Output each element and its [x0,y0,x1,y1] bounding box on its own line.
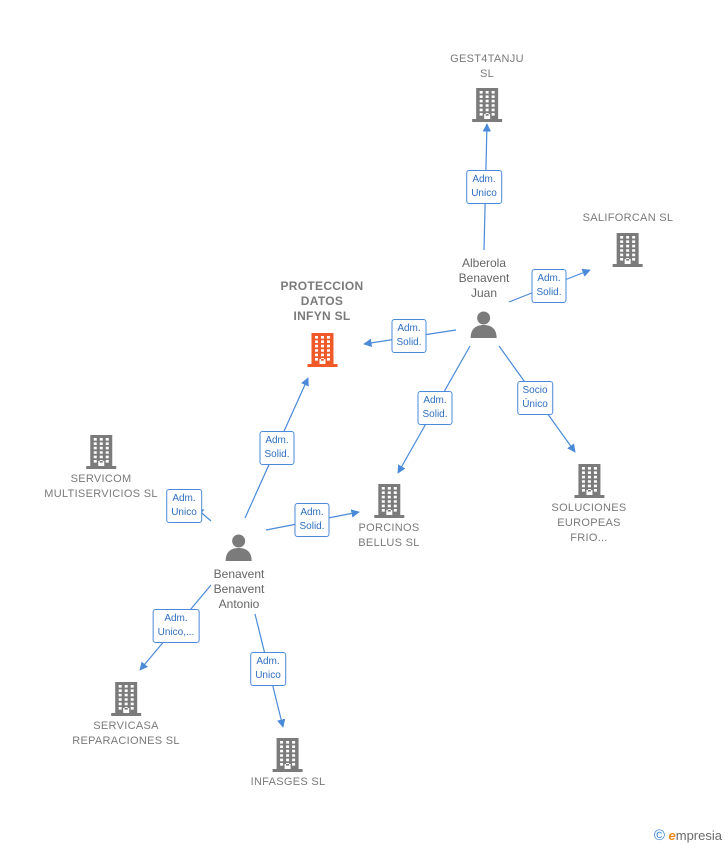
relationship-label[interactable]: Adm. Solid. [391,319,427,353]
building-icon [272,738,303,772]
relationship-label-line: Adm. [300,507,324,518]
relationship-label-line: Solid. [299,521,325,532]
relationship-label[interactable]: Adm. Solid. [531,269,567,303]
node-label: SERVICASA REPARACIONES SL [72,719,180,749]
relationship-label-line: Unico [171,507,197,518]
node-label: INFASGES SL [251,775,326,790]
node-label-line: Benavent [458,271,510,285]
node-label: SERVICOM MULTISERVICIOS SL [44,472,158,502]
company-node-gest4tanju[interactable]: GEST4TANJU SL [450,52,524,122]
relationship-label-line: Adm. [537,273,561,284]
relationship-label-line: Adm. [256,656,280,667]
node-label-line: Antonio [218,597,260,611]
building-icon [306,333,337,367]
node-label: GEST4TANJU SL [450,52,524,82]
relationship-label-line: Unico [255,670,281,681]
relationship-label-line: Socio [522,385,548,396]
relationship-label-line: Adm. [472,174,496,185]
relationship-label[interactable]: Adm. Solid. [417,391,453,425]
building-icon [612,233,643,267]
brand-logo: © empresia [653,827,722,844]
company-node-infasges[interactable]: INFASGES SL [251,736,326,790]
node-label-line: REPARACIONES SL [72,735,180,747]
company-node-servicasa[interactable]: SERVICASA REPARACIONES SL [72,680,180,749]
relationship-label[interactable]: Adm. Unico [250,652,286,686]
node-label-line: BELLUS SL [358,537,420,549]
relationship-label-line: Unico [471,188,497,199]
relationship-label[interactable]: Adm. Unico [466,170,502,204]
node-label-line: PORCINOS [358,522,420,534]
node-label: PORCINOS BELLUS SL [358,521,419,551]
relationship-label[interactable]: Adm. Solid. [294,503,330,537]
company-node-saliforcan[interactable]: SALIFORCAN SL [583,211,674,267]
relationship-label-line: Adm. [423,395,447,406]
relationship-label[interactable]: Adm. Solid. [259,431,295,465]
building-icon [110,682,141,716]
relationship-label-line: Adm. [164,613,188,624]
building-icon [471,88,502,122]
relationship-label-line: Solid. [396,337,422,348]
relationship-label-line: Solid. [536,287,562,298]
node-label-line: SERVICOM [70,473,132,485]
company-node-porcinos[interactable]: PORCINOS BELLUS SL [358,482,419,551]
building-icon [374,484,404,518]
company-node-servicom[interactable]: SERVICOM MULTISERVICIOS SL [44,433,158,502]
person-icon [226,534,252,561]
node-label: SALIFORCAN SL [583,211,674,226]
node-label-line: SOLUCIONES [551,502,627,514]
relationship-label-line: Unico,... [157,627,195,638]
node-label-line: Benavent [213,567,265,581]
node-label-line: INFYN SL [293,309,351,323]
relationship-label-line: Único [522,399,548,410]
relationship-label-line: Solid. [264,449,290,460]
company-node-soluciones[interactable]: SOLUCIONES EUROPEAS FRIO... [551,462,626,546]
relationship-label-line: Adm. [397,323,421,334]
relationship-label[interactable]: Adm. Unico [166,489,202,523]
node-label-line: Juan [470,286,498,300]
node-label-line: SL [479,68,495,80]
node-label: SOLUCIONES EUROPEAS FRIO... [551,501,626,546]
node-label-line: Alberola [461,256,507,270]
node-label-line: DATOS [300,294,344,308]
relationship-label-line: Adm. [172,493,196,504]
person-icon [471,311,497,338]
relationship-label-line: Solid. [422,409,448,420]
building-icon [86,435,116,469]
relationship-label-line: Adm. [265,435,289,446]
node-label-line: SERVICASA [93,720,159,732]
node-label-line: SALIFORCAN SL [582,212,674,224]
node-label-line: INFASGES SL [250,776,326,788]
node-label-line: PROTECCION [280,279,364,293]
relationship-label[interactable]: Adm. Unico,... [152,609,200,643]
node-label-line: MULTISERVICIOS SL [44,488,158,500]
node-label-line: GEST4TANJU [450,53,524,65]
node-label-line: FRIO... [570,532,608,544]
node-label-line: Benavent [213,582,265,596]
node-label-line: EUROPEAS [557,517,621,529]
building-icon [573,464,604,498]
